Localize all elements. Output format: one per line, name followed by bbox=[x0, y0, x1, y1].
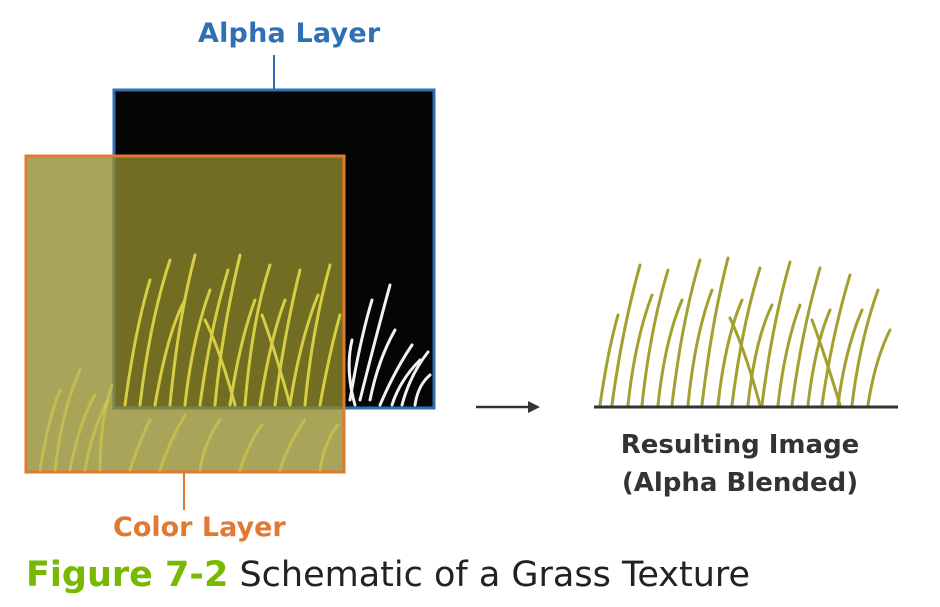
result-label-line1: Resulting Image bbox=[620, 430, 860, 460]
color-layer-panel bbox=[24, 154, 346, 474]
figure-caption-text: Schematic of a Grass Texture bbox=[239, 555, 751, 595]
color-layer-faint-grass bbox=[38, 368, 340, 472]
figure-number: Figure 7-2 bbox=[26, 555, 229, 595]
alpha-grass-strokes bbox=[347, 283, 432, 407]
figure-caption: Figure 7-2 Schematic of a Grass Texture bbox=[26, 555, 750, 595]
color-layer-grass-strokes bbox=[123, 253, 342, 407]
color-layer-label: Color Layer bbox=[113, 512, 286, 543]
result-label-line2: (Alpha Blended) bbox=[621, 468, 859, 498]
resulting-image-label: Resulting Image (Alpha Blended) bbox=[600, 426, 880, 502]
arrow-icon bbox=[476, 401, 540, 413]
alpha-layer-label: Alpha Layer bbox=[198, 18, 381, 49]
resulting-image bbox=[594, 256, 898, 409]
result-grass-strokes bbox=[598, 256, 892, 407]
